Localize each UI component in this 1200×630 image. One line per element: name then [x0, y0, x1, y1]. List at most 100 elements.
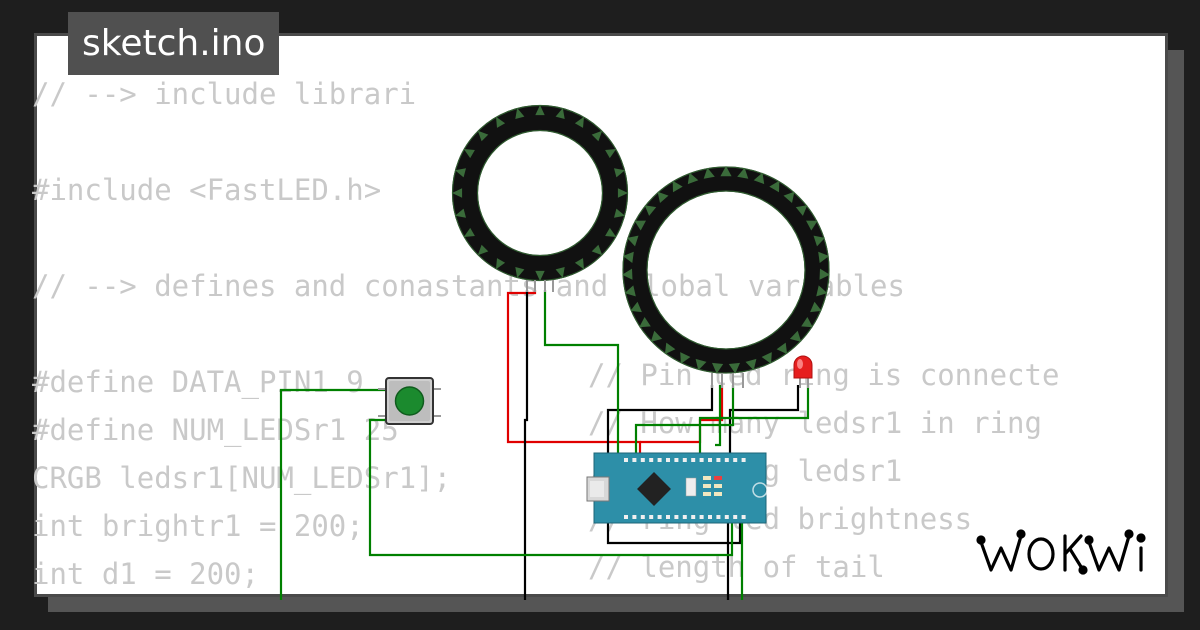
ring-led-pixel — [535, 270, 545, 281]
ring-led-pixel — [605, 227, 617, 237]
header-pin[interactable] — [649, 515, 654, 519]
ring-led-pixel — [816, 285, 828, 297]
wire-red-ring2 — [640, 385, 724, 444]
ring-led-pixel — [515, 108, 525, 119]
ring-led-pixel — [664, 342, 676, 355]
code-line: #define DATA_PIN1 9 — [32, 365, 364, 399]
ring-led-pixel — [720, 166, 732, 177]
ring-led-pixel — [591, 130, 603, 142]
ring-led-pixel — [630, 301, 642, 313]
header-pin[interactable] — [682, 515, 687, 519]
ring-led-pixel — [776, 342, 788, 355]
header-pin[interactable] — [666, 515, 670, 519]
ring-led-pixel — [617, 188, 628, 198]
ring-large-pins — [711, 373, 744, 388]
ring-led-pixel — [455, 208, 466, 218]
header-pin[interactable] — [716, 515, 721, 519]
code-line: CRGB ledsr1[NUM_LEDSr1]; — [32, 461, 452, 495]
ring-led-pixel — [769, 180, 780, 193]
ring-led-pixel — [801, 317, 813, 328]
header-pin[interactable] — [674, 458, 679, 462]
header-pin[interactable] — [657, 458, 662, 462]
header-pin[interactable] — [640, 458, 645, 462]
header-pin[interactable] — [691, 515, 696, 519]
header-pin[interactable] — [733, 515, 738, 519]
header-pin[interactable] — [699, 458, 704, 462]
wire-green-ring2-gnd — [715, 385, 722, 447]
red-led[interactable] — [793, 355, 813, 388]
ring-led-pixel — [515, 267, 525, 278]
wire-black-ring1 — [523, 290, 529, 600]
header-pin[interactable] — [724, 458, 729, 462]
ring-led-pixel — [477, 130, 489, 142]
header-pin[interactable] — [741, 458, 746, 462]
header-pin[interactable] — [674, 515, 679, 519]
ring-led-pixel — [753, 172, 765, 185]
ring-led-pixel — [452, 188, 463, 198]
ring-led-pixel — [795, 205, 808, 216]
header-pin[interactable] — [624, 458, 628, 462]
header-pin[interactable] — [666, 458, 670, 462]
header-pin[interactable] — [716, 458, 721, 462]
code-line: int d1 = 200; — [32, 557, 259, 591]
header-pin[interactable] — [708, 515, 712, 519]
ring-led-pixel — [810, 301, 822, 313]
ring-led-pixel — [605, 149, 617, 159]
ring-led-pixel — [634, 220, 646, 231]
header-pin[interactable] — [632, 515, 637, 519]
code-line: int brightr1 = 200; — [32, 509, 364, 543]
ring-led-pixel — [496, 258, 506, 270]
header-pin[interactable] — [724, 515, 729, 519]
ring-led-pixel — [555, 267, 565, 278]
wire-green-button — [279, 388, 386, 600]
ring-led-pixel — [477, 244, 489, 256]
ring-led-pixel — [644, 205, 657, 216]
wires — [279, 290, 810, 600]
ring-led-pixel — [672, 180, 683, 193]
ring-led-pixel — [455, 168, 466, 178]
circuit-diagram[interactable] — [0, 0, 1200, 600]
wire-green-led — [698, 385, 810, 460]
wire-red-ring1 — [506, 290, 642, 460]
ring-led-pixel — [818, 251, 830, 263]
ring-led-pixel — [463, 149, 475, 159]
wire-black-led — [728, 385, 800, 460]
arduino-nano-board[interactable] — [586, 452, 768, 524]
ring-led-pixel — [622, 251, 634, 263]
wokwi-logo — [976, 529, 1146, 575]
header-pin[interactable] — [682, 458, 687, 462]
header-pin[interactable] — [708, 458, 712, 462]
ring-led-pixel — [745, 358, 757, 371]
header-pin[interactable] — [699, 515, 704, 519]
ring-led-pixel — [737, 167, 749, 179]
sketch-filename-tab[interactable]: sketch.ino — [68, 12, 280, 75]
ring-led-pixel — [783, 191, 795, 203]
pushbutton[interactable] — [378, 377, 441, 425]
ring-led-pixel — [574, 116, 584, 128]
neopixel-ring-small[interactable] — [451, 104, 629, 292]
header-pin[interactable] — [733, 458, 738, 462]
header-pin[interactable] — [624, 515, 628, 519]
ring-led-pixel — [650, 330, 663, 342]
code-line: // --> include librari — [32, 77, 417, 111]
ring-led-pixel — [657, 191, 669, 203]
ring-led-pixel — [761, 352, 772, 364]
wire-green-ring1-data — [543, 290, 620, 460]
ring-led-pixel — [614, 168, 625, 178]
ring-led-pixel — [680, 352, 691, 364]
neopixel-ring-large[interactable] — [622, 166, 830, 388]
ring-led-pixel — [712, 362, 724, 374]
header-pin[interactable] — [657, 515, 662, 519]
ring-led-pixel — [728, 362, 740, 374]
ring-led-pixel — [819, 268, 830, 280]
ring-led-pixel — [639, 317, 651, 328]
header-pin[interactable] — [640, 515, 645, 519]
header-pin[interactable] — [632, 458, 637, 462]
header-pin[interactable] — [691, 458, 696, 462]
header-pin[interactable] — [649, 458, 654, 462]
ring-led-pixel — [591, 244, 603, 256]
ring-led-pixel — [555, 108, 565, 119]
header-pin[interactable] — [741, 515, 746, 519]
ring-led-pixel — [789, 330, 802, 342]
ring-led-pixel — [622, 268, 633, 280]
